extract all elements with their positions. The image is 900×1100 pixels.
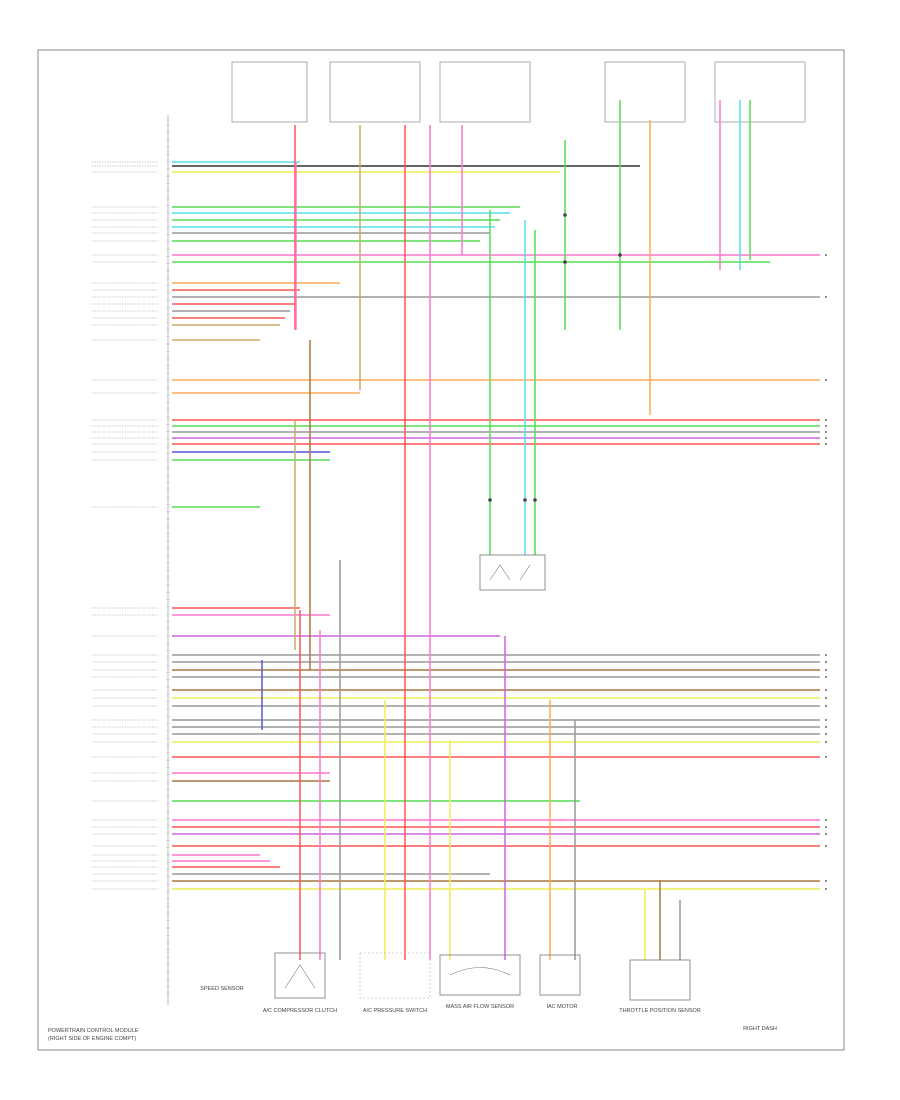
bottom-components: [274, 554, 691, 1001]
right-terminal-50: [825, 845, 827, 847]
right-terminal-23: [825, 431, 827, 433]
comp-box-1: [274, 952, 326, 999]
bottom-label-0: SPEED SENSOR: [200, 986, 243, 992]
comp-box-2: [359, 952, 431, 999]
oxygen-sensor-box-1: [604, 61, 686, 123]
top-components: [231, 61, 806, 123]
right-terminal-37: [825, 697, 827, 699]
right-terminal-22: [825, 425, 827, 427]
right-terminal-32: [825, 654, 827, 656]
splice-dot-3: [488, 498, 492, 502]
relay-box: [479, 554, 546, 591]
fuse-box-2: [329, 61, 421, 123]
pcm-pin-labels: [92, 161, 158, 890]
right-terminal-39: [825, 719, 827, 721]
right-terminal-13: [825, 296, 827, 298]
bottom-label-4: IAC MOTOR: [546, 1004, 577, 1010]
bottom-labels: SPEED SENSOR A/C COMPRESSOR CLUTCH A/C P…: [200, 986, 777, 1032]
splice-dot-2: [618, 253, 622, 257]
right-terminal-25: [825, 443, 827, 445]
right-terminal-38: [825, 705, 827, 707]
oxygen-sensor-box-2: [714, 61, 806, 123]
relay-symbol: [489, 564, 531, 581]
right-terminal-40: [825, 726, 827, 728]
right-terminal-marks: [825, 254, 827, 890]
bottom-label-6: RIGHT DASH: [743, 1026, 777, 1032]
comp-box-3: [439, 954, 521, 996]
fuse-box-3: [439, 61, 531, 123]
bottom-label-2: A/C PRESSURE SWITCH: [363, 1008, 427, 1014]
comp-1-symbol: [284, 964, 316, 989]
right-terminal-19: [825, 379, 827, 381]
comp-box-5: [629, 959, 691, 1001]
bottom-label-1: A/C COMPRESSOR CLUTCH: [263, 1008, 337, 1014]
right-terminal-35: [825, 676, 827, 678]
module-label: POWERTRAIN CONTROL MODULE: [48, 1028, 139, 1034]
splice-dot-0: [563, 213, 567, 217]
pcm-pin-numbers: [166, 124, 170, 994]
right-terminal-41: [825, 733, 827, 735]
right-terminal-34: [825, 669, 827, 671]
module-sublabel: (RIGHT SIDE OF ENGINE COMPT): [48, 1036, 136, 1042]
right-terminal-9: [825, 254, 827, 256]
right-terminal-36: [825, 689, 827, 691]
splice-dot-1: [563, 260, 567, 264]
comp-box-4: [539, 954, 581, 996]
right-terminal-21: [825, 419, 827, 421]
right-terminal-55: [825, 880, 827, 882]
right-terminal-48: [825, 826, 827, 828]
right-terminal-47: [825, 819, 827, 821]
wires: [172, 100, 820, 960]
splice-dot-5: [533, 498, 537, 502]
diagram-border: [37, 49, 845, 1051]
right-terminal-43: [825, 756, 827, 758]
right-terminal-33: [825, 661, 827, 663]
right-terminal-49: [825, 833, 827, 835]
splice-dot-4: [523, 498, 527, 502]
bottom-label-3: MASS AIR FLOW SENSOR: [446, 1004, 514, 1010]
right-terminal-24: [825, 437, 827, 439]
bottom-label-5: THROTTLE POSITION SENSOR: [619, 1008, 701, 1014]
comp-3-symbol: [449, 967, 511, 976]
right-terminal-56: [825, 888, 827, 890]
fuse-box-1: [231, 61, 308, 123]
right-terminal-42: [825, 741, 827, 743]
